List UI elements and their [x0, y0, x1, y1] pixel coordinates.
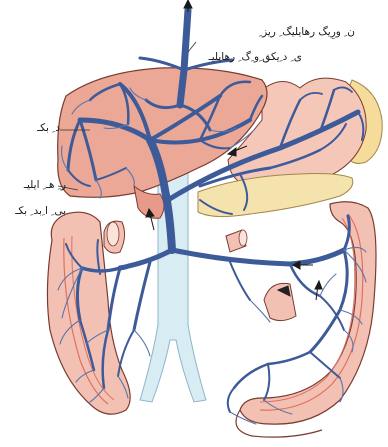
- cut-vessel-stumps: [104, 221, 296, 320]
- label-top-line-2: ی ِ د ِیکق ِو ِگ ِ رهایلیـ: [150, 51, 302, 63]
- large-intestine: [47, 202, 376, 437]
- label-left-line-2: ر ِ هـ ِ ایلیـ: [4, 179, 66, 191]
- label-left-line-3: بی ِ ا ِبد ِ بکـ: [0, 205, 66, 217]
- label-top-line-1: ن ِ ورِیگ رهایلیگ ِ ریز ِ: [170, 26, 355, 38]
- label-left-line-1: د ِ بکـ: [4, 122, 60, 134]
